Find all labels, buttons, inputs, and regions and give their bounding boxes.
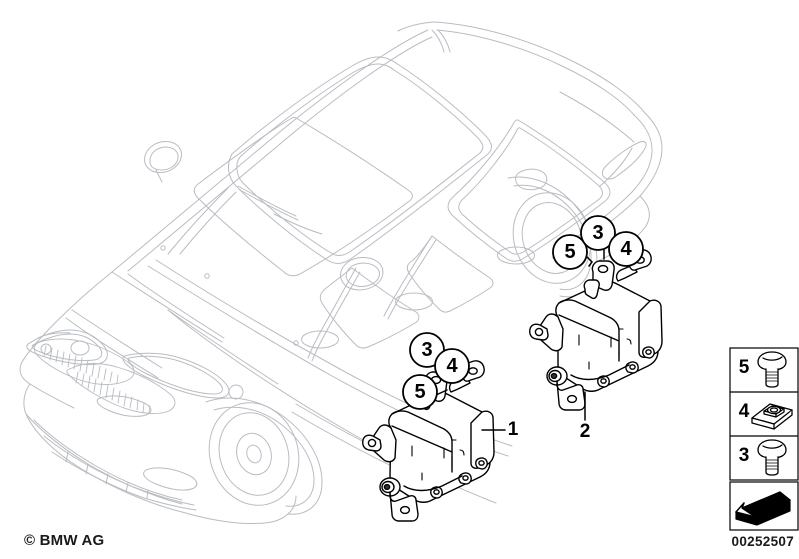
copyright-notice: © BMW AG	[24, 532, 105, 549]
part-label-2: 2	[579, 421, 591, 442]
diagram-number: 00252507	[731, 534, 794, 549]
callout-bubble-label-4-left: 4	[446, 355, 458, 377]
callout-bubble-3-right	[580, 215, 616, 251]
callout-bubble-label-4-right: 4	[620, 238, 632, 260]
callout-bubble-5-left	[402, 374, 438, 410]
legend-number-5: 5	[738, 357, 750, 378]
callout-bubble-label-5-left: 5	[414, 381, 426, 403]
cage-nut-clip-icon-4	[751, 403, 793, 430]
callout-bubble-label-3-left: 3	[421, 339, 433, 361]
callout-bubble-label-3-right: 3	[592, 222, 604, 244]
legend-number-3: 3	[738, 445, 750, 466]
callout-bubble-label-5-right: 5	[564, 241, 576, 263]
part-label-1: 1	[507, 419, 519, 440]
callout-bubble-4-right	[608, 231, 644, 267]
callout-bubble-4-left	[434, 348, 470, 384]
pan-head-screw-icon-5	[757, 351, 787, 388]
legend-number-4: 4	[738, 401, 750, 422]
pan-head-screw-icon-3	[757, 439, 787, 476]
callout-bubble-5-right	[552, 234, 588, 270]
direction-of-travel-arrow-icon	[735, 491, 791, 526]
